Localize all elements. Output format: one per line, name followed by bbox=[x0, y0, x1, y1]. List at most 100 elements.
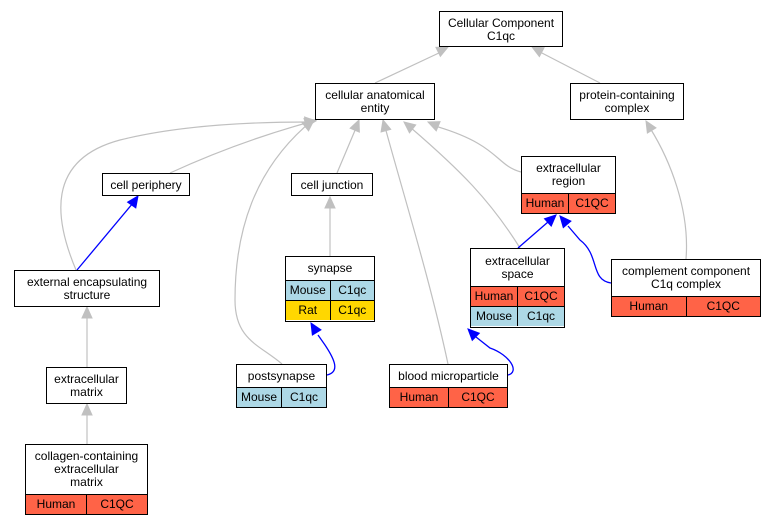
gene-cell: C1qc bbox=[517, 307, 564, 326]
edge-bmp-to-cae bbox=[384, 126, 449, 365]
edge-space-to-cae-arrowhead bbox=[403, 121, 417, 134]
node-label-line: structure bbox=[63, 288, 111, 302]
edge-bmp-to-space-arrowhead bbox=[467, 328, 481, 342]
node-label-line: external encapsulating bbox=[26, 275, 148, 289]
node-label-line: C1q complex bbox=[650, 277, 721, 291]
edge-synapse-to-junction-arrowhead bbox=[324, 195, 336, 209]
node-label-line: postsynapse bbox=[247, 368, 316, 383]
edge-postsynapse-to-synapse-arrowhead bbox=[310, 321, 322, 336]
edge-pcc-to-cc bbox=[539, 51, 601, 84]
edge-region-to-cae bbox=[434, 125, 522, 173]
edge-bmp-to-space bbox=[475, 336, 514, 376]
node-label-line: protein-containing bbox=[579, 88, 675, 102]
node-label-line: synapse bbox=[307, 261, 353, 275]
node-label-line: Cellular Component bbox=[447, 15, 555, 30]
species-cell: Human bbox=[629, 299, 669, 313]
edge-complement-to-region bbox=[567, 225, 612, 284]
edge-junction-to-cae-arrowhead bbox=[349, 118, 360, 133]
node-label-line: C1qc bbox=[486, 28, 515, 43]
edge-ees-to-periphery-arrowhead bbox=[126, 195, 139, 209]
species-cell: Rat bbox=[298, 303, 318, 317]
gene-cell: C1QC bbox=[448, 388, 507, 407]
edge-cae-to-cc bbox=[374, 51, 442, 84]
gene-cell: C1qc bbox=[329, 281, 375, 300]
edge-complement-to-pcc-arrowhead bbox=[645, 119, 657, 134]
edge-junction-to-cae bbox=[336, 127, 357, 174]
node-label-line: blood microparticle bbox=[398, 368, 499, 383]
species-row-rat: Rat C1qc bbox=[286, 300, 374, 320]
node-label-line: matrix bbox=[70, 385, 103, 399]
species-cell: Human bbox=[525, 196, 565, 210]
node-label-line: extracellular bbox=[54, 372, 119, 386]
node-label: postsynapse bbox=[237, 365, 326, 387]
species-cell: Human bbox=[399, 390, 439, 404]
species-cell: Mouse bbox=[240, 390, 278, 404]
species-cell: Human bbox=[474, 289, 514, 303]
node-cell-junction[interactable]: cell junction bbox=[291, 173, 373, 196]
node-label: synapse bbox=[286, 257, 374, 280]
species-row-mouse: Mouse C1qc bbox=[471, 306, 564, 326]
node-label-line: cellular anatomical bbox=[325, 88, 425, 102]
edge-bmp-to-cae-arrowhead bbox=[380, 118, 392, 133]
gene-cell: C1qc bbox=[281, 388, 326, 407]
edge-postsynapse-to-synapse bbox=[317, 334, 336, 376]
edge-ees-to-periphery bbox=[76, 202, 134, 271]
node-label: cell periphery bbox=[103, 174, 189, 196]
node-label-line: complement component bbox=[621, 264, 751, 278]
edge-space-to-region-arrowhead bbox=[543, 214, 557, 228]
edge-space-to-region bbox=[517, 221, 549, 249]
edge-ecm-to-ees-arrowhead bbox=[81, 305, 93, 319]
edge-space-to-cae bbox=[409, 126, 521, 249]
edge-periphery-to-cae bbox=[169, 121, 311, 174]
species-cell: Mouse bbox=[475, 309, 513, 323]
edge-postsynapse-to-cae bbox=[234, 123, 309, 365]
edge-postsynapse-to-cae-arrowhead bbox=[301, 119, 315, 132]
edge-cae-to-cc-arrowhead bbox=[435, 46, 450, 58]
gene-cell: C1QC bbox=[86, 495, 147, 514]
gene-cell: C1QC bbox=[517, 287, 564, 306]
edge-complement-to-region-arrowhead bbox=[559, 215, 572, 229]
node-label-line: cell junction bbox=[300, 177, 364, 192]
node-label-line: space bbox=[501, 266, 534, 281]
gene-cell: C1QC bbox=[568, 194, 615, 213]
gene-cell: C1qc bbox=[329, 301, 375, 320]
node-label: blood microparticle bbox=[390, 365, 507, 387]
node-label-line: region bbox=[551, 174, 586, 188]
node-cell-periphery[interactable]: cell periphery bbox=[102, 173, 190, 196]
node-label: cell junction bbox=[292, 174, 372, 196]
node-label-line: extracellular bbox=[536, 161, 601, 175]
edge-ees-to-cae bbox=[60, 121, 309, 271]
node-label-line: extracellular bbox=[54, 462, 119, 476]
species-cell: Mouse bbox=[289, 283, 326, 297]
node-label-line: complex bbox=[604, 101, 650, 115]
edge-pcc-to-cc-arrowhead bbox=[530, 46, 545, 58]
node-label-line: entity bbox=[360, 101, 390, 115]
edge-region-to-cae-arrowhead bbox=[426, 121, 441, 132]
species-row-human: Human C1QC bbox=[390, 387, 507, 407]
species-cell: Human bbox=[36, 497, 76, 511]
